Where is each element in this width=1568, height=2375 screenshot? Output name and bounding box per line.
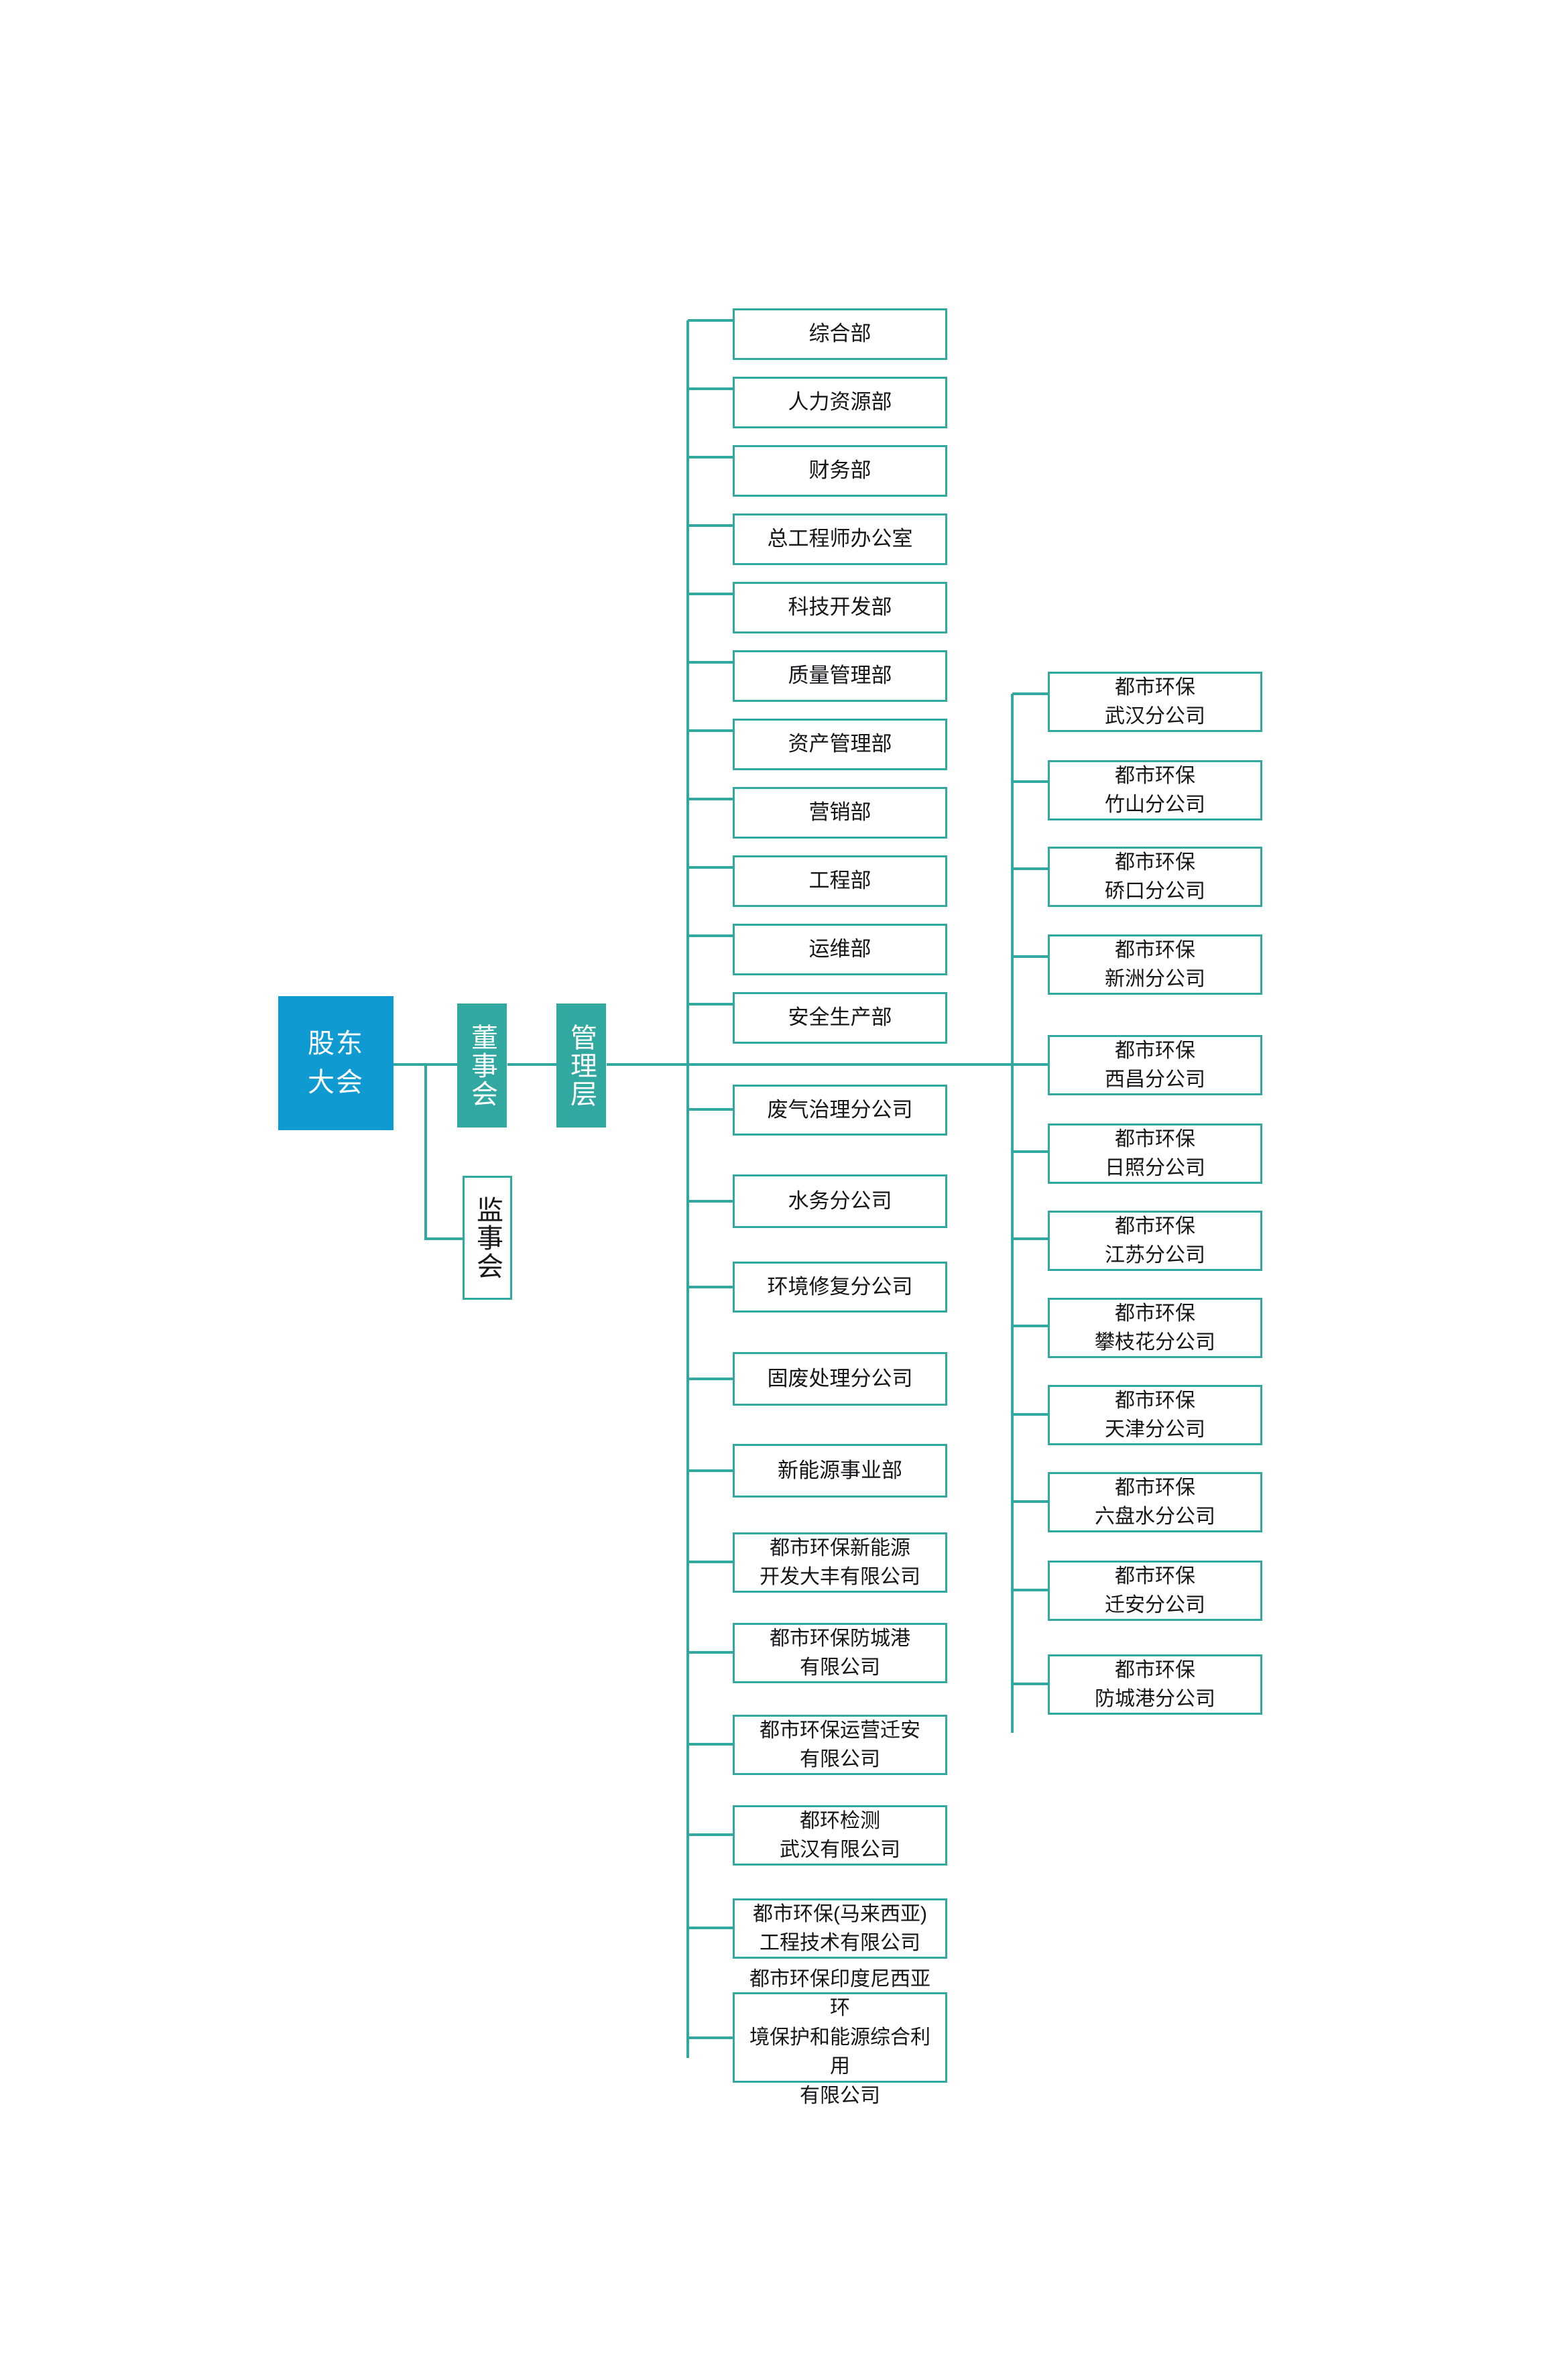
business-unit-label: 水务分公司 bbox=[788, 1189, 892, 1213]
node-branch-company[interactable]: 都市环保 武汉分公司 bbox=[1048, 672, 1262, 732]
business-unit-label: 都市环保(马来西亚) 工程技术有限公司 bbox=[753, 1902, 927, 1955]
department-label: 综合部 bbox=[808, 322, 871, 346]
branch-company-label: 都市环保 六盘水分公司 bbox=[1095, 1476, 1215, 1528]
node-department[interactable]: 总工程师办公室 bbox=[733, 513, 947, 565]
node-department[interactable]: 综合部 bbox=[733, 308, 947, 360]
node-business-unit[interactable]: 都市环保运营迁安 有限公司 bbox=[733, 1715, 947, 1775]
department-label: 工程部 bbox=[808, 869, 871, 893]
department-label: 质量管理部 bbox=[788, 664, 892, 688]
node-branch-company[interactable]: 都市环保 六盘水分公司 bbox=[1048, 1472, 1262, 1532]
branch-company-label: 都市环保 硚口分公司 bbox=[1105, 851, 1205, 903]
node-branch-company[interactable]: 都市环保 迁安分公司 bbox=[1048, 1561, 1262, 1621]
department-label: 资产管理部 bbox=[788, 732, 892, 756]
department-label: 运维部 bbox=[808, 937, 871, 961]
business-unit-label: 新能源事业部 bbox=[778, 1458, 902, 1482]
node-department[interactable]: 质量管理部 bbox=[733, 650, 947, 702]
department-label: 科技开发部 bbox=[788, 595, 892, 619]
node-management[interactable]: 管理层 bbox=[556, 1003, 606, 1128]
branch-company-label: 都市环保 天津分公司 bbox=[1105, 1389, 1205, 1441]
node-business-unit[interactable]: 废气治理分公司 bbox=[733, 1085, 947, 1136]
department-label: 营销部 bbox=[808, 800, 871, 825]
business-unit-label: 都市环保防城港 有限公司 bbox=[770, 1627, 910, 1679]
management-label: 管理层 bbox=[566, 1023, 596, 1108]
node-board-of-directors[interactable]: 董事会 bbox=[457, 1003, 507, 1128]
node-branch-company[interactable]: 都市环保 新洲分公司 bbox=[1048, 934, 1262, 995]
node-department[interactable]: 安全生产部 bbox=[733, 992, 947, 1044]
shareholders-meeting-label: 股东 大会 bbox=[308, 1029, 364, 1097]
department-label: 安全生产部 bbox=[788, 1006, 892, 1030]
business-unit-label: 固废处理分公司 bbox=[767, 1366, 913, 1390]
node-business-unit[interactable]: 都环检测 武汉有限公司 bbox=[733, 1805, 947, 1866]
node-shareholders-meeting[interactable]: 股东 大会 bbox=[278, 996, 394, 1130]
node-business-unit[interactable]: 水务分公司 bbox=[733, 1174, 947, 1228]
node-branch-company[interactable]: 都市环保 日照分公司 bbox=[1048, 1123, 1262, 1184]
branch-company-label: 都市环保 迁安分公司 bbox=[1105, 1565, 1205, 1617]
node-business-unit[interactable]: 都市环保防城港 有限公司 bbox=[733, 1623, 947, 1683]
branch-company-label: 都市环保 日照分公司 bbox=[1105, 1128, 1205, 1180]
node-department[interactable]: 科技开发部 bbox=[733, 582, 947, 633]
node-branch-company[interactable]: 都市环保 攀枝花分公司 bbox=[1048, 1298, 1262, 1358]
business-unit-label: 废气治理分公司 bbox=[767, 1097, 913, 1121]
branch-company-label: 都市环保 防城港分公司 bbox=[1095, 1658, 1215, 1711]
node-branch-company[interactable]: 都市环保 江苏分公司 bbox=[1048, 1211, 1262, 1271]
node-branch-company[interactable]: 都市环保 西昌分公司 bbox=[1048, 1035, 1262, 1095]
department-label: 财务部 bbox=[808, 459, 871, 483]
business-unit-label: 都市环保新能源 开发大丰有限公司 bbox=[760, 1536, 920, 1589]
branch-company-label: 都市环保 西昌分公司 bbox=[1105, 1039, 1205, 1091]
department-label: 总工程师办公室 bbox=[767, 527, 913, 551]
department-label: 人力资源部 bbox=[788, 390, 892, 414]
node-branch-company[interactable]: 都市环保 竹山分公司 bbox=[1048, 760, 1262, 820]
node-department[interactable]: 人力资源部 bbox=[733, 377, 947, 428]
business-unit-label: 都环检测 武汉有限公司 bbox=[780, 1809, 900, 1862]
node-department[interactable]: 资产管理部 bbox=[733, 719, 947, 770]
board-of-directors-label: 董事会 bbox=[467, 1023, 497, 1108]
node-department[interactable]: 财务部 bbox=[733, 445, 947, 497]
node-department[interactable]: 工程部 bbox=[733, 855, 947, 907]
node-branch-company[interactable]: 都市环保 天津分公司 bbox=[1048, 1385, 1262, 1445]
node-business-unit[interactable]: 环境修复分公司 bbox=[733, 1262, 947, 1313]
branch-company-label: 都市环保 江苏分公司 bbox=[1105, 1215, 1205, 1267]
business-unit-label: 都市环保运营迁安 有限公司 bbox=[760, 1719, 920, 1771]
node-department[interactable]: 运维部 bbox=[733, 924, 947, 975]
branch-company-label: 都市环保 新洲分公司 bbox=[1105, 938, 1205, 991]
branch-company-label: 都市环保 竹山分公司 bbox=[1105, 764, 1205, 816]
node-board-of-supervisors[interactable]: 监事会 bbox=[463, 1176, 512, 1300]
branch-company-label: 都市环保 武汉分公司 bbox=[1105, 676, 1205, 728]
branch-company-label: 都市环保 攀枝花分公司 bbox=[1095, 1302, 1215, 1354]
node-business-unit[interactable]: 新能源事业部 bbox=[733, 1444, 947, 1498]
node-business-unit[interactable]: 都市环保新能源 开发大丰有限公司 bbox=[733, 1532, 947, 1593]
node-business-unit[interactable]: 都市环保(马来西亚) 工程技术有限公司 bbox=[733, 1898, 947, 1959]
business-unit-label: 都市环保印度尼西亚环 境保护和能源综合利用 有限公司 bbox=[749, 1967, 930, 2107]
node-business-unit[interactable]: 固废处理分公司 bbox=[733, 1352, 947, 1406]
node-business-unit[interactable]: 都市环保印度尼西亚环 境保护和能源综合利用 有限公司 bbox=[733, 1968, 947, 2107]
node-branch-company[interactable]: 都市环保 硚口分公司 bbox=[1048, 847, 1262, 907]
node-department[interactable]: 营销部 bbox=[733, 787, 947, 839]
node-branch-company[interactable]: 都市环保 防城港分公司 bbox=[1048, 1654, 1262, 1715]
business-unit-label: 环境修复分公司 bbox=[767, 1274, 913, 1298]
board-of-supervisors-label: 监事会 bbox=[473, 1195, 502, 1280]
